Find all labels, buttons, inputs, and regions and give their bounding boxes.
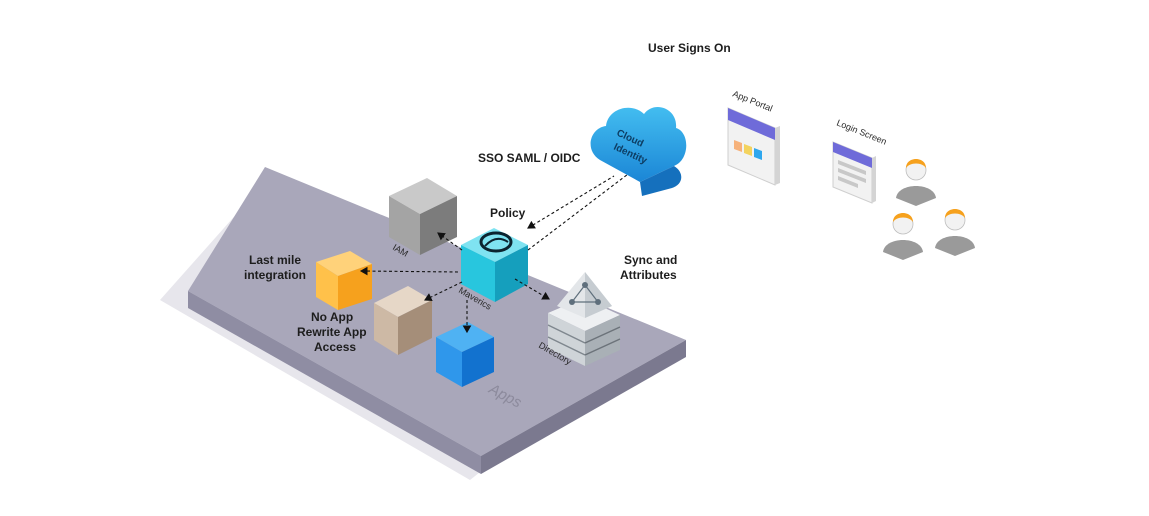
app-portal-label: App Portal <box>731 89 774 114</box>
user-icon <box>896 159 936 206</box>
last-mile-label-1: Last mile <box>249 253 301 267</box>
user-signs-on-label: User Signs On <box>648 41 731 55</box>
user-icon <box>935 209 975 256</box>
no-app-cube <box>374 286 432 355</box>
last-mile-label-2: integration <box>244 268 306 282</box>
app-portal-window: App Portal <box>727 89 780 186</box>
policy-label: Policy <box>490 206 526 220</box>
no-app-label-1: No App <box>311 310 353 324</box>
no-app-label-2: Rewrite App <box>297 325 367 339</box>
sync-label-2: Attributes <box>620 268 677 282</box>
sso-label: SSO SAML / OIDC <box>478 151 581 165</box>
login-screen-window: Login Screen <box>832 118 888 204</box>
sync-label-1: Sync and <box>624 253 677 267</box>
login-screen-label: Login Screen <box>835 118 888 147</box>
cloud-identity-icon: Cloud Identity <box>590 106 687 196</box>
last-mile-cube <box>316 251 372 310</box>
blue-app-cube <box>436 322 494 387</box>
no-app-label-3: Access <box>314 340 356 354</box>
maverics-logo-icon <box>479 231 513 253</box>
flow-arrows <box>359 167 637 334</box>
user-icon <box>883 213 923 260</box>
